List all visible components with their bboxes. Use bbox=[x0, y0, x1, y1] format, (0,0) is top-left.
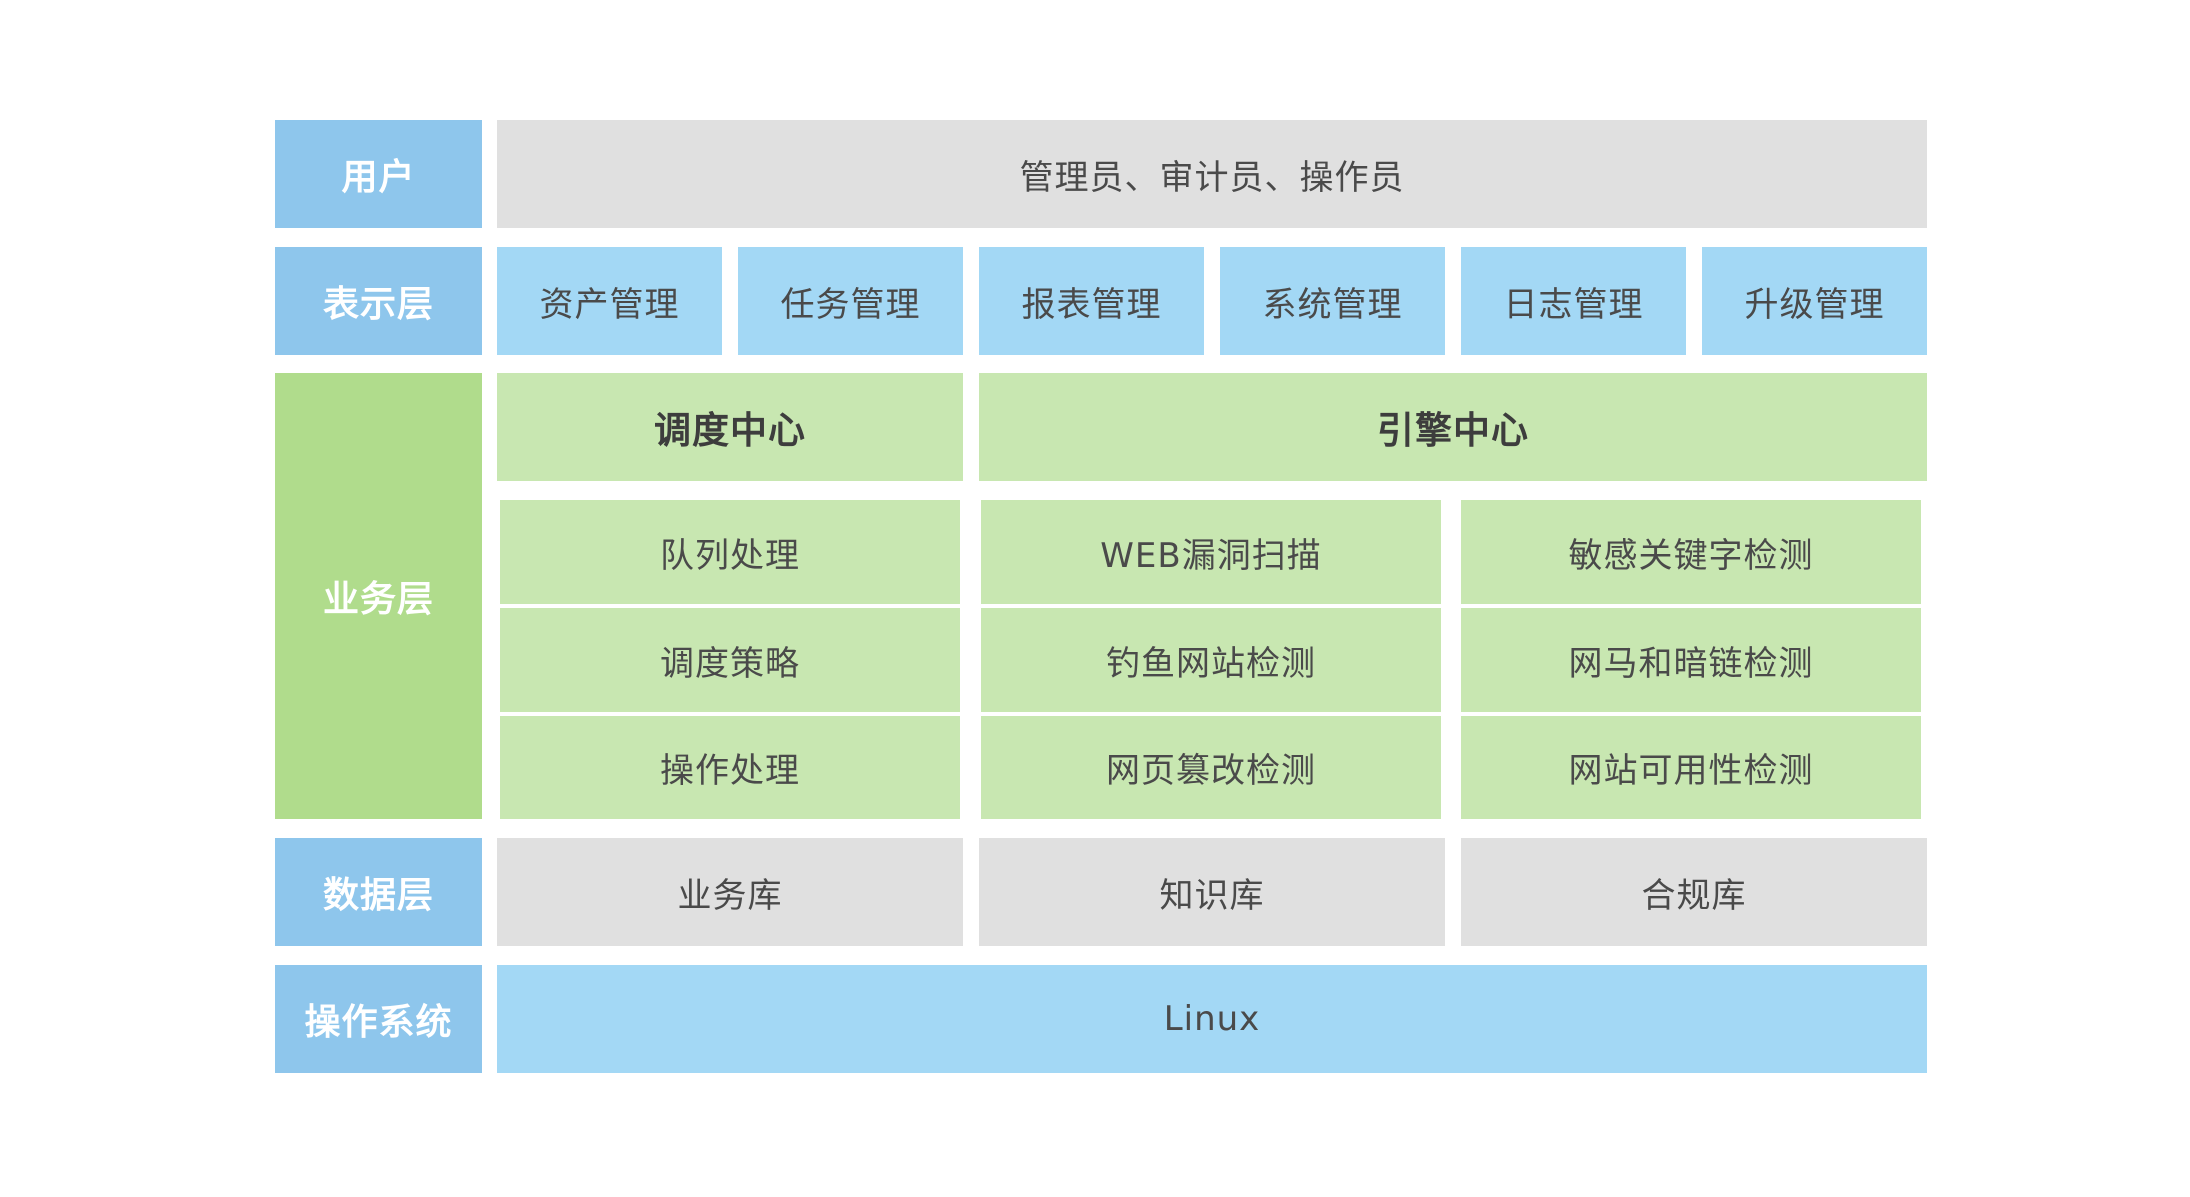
os-linux-box: Linux bbox=[497, 965, 1927, 1073]
module-task-management: 任务管理 bbox=[738, 247, 963, 355]
module-asset-management: 资产管理 bbox=[497, 247, 722, 355]
sched-scheduling-policy: 调度策略 bbox=[500, 608, 960, 712]
module-report-management: 报表管理 bbox=[979, 247, 1204, 355]
module-log-management: 日志管理 bbox=[1461, 247, 1686, 355]
db-business: 业务库 bbox=[497, 838, 963, 946]
layer-label-presentation: 表示层 bbox=[275, 247, 482, 355]
layer-label-user: 用户 bbox=[275, 120, 482, 228]
engine-phishing-detection: 钓鱼网站检测 bbox=[981, 608, 1441, 712]
sched-queue-processing: 队列处理 bbox=[500, 500, 960, 604]
module-system-management: 系统管理 bbox=[1220, 247, 1445, 355]
engine-web-vuln-scan: WEB漏洞扫描 bbox=[981, 500, 1441, 604]
layer-label-data: 数据层 bbox=[275, 838, 482, 946]
engine-center-title: 引擎中心 bbox=[979, 373, 1927, 481]
layer-label-os: 操作系统 bbox=[275, 965, 482, 1073]
engine-keyword-detection: 敏感关键字检测 bbox=[1461, 500, 1921, 604]
db-compliance: 合规库 bbox=[1461, 838, 1927, 946]
engine-availability-detection: 网站可用性检测 bbox=[1461, 716, 1921, 819]
engine-tamper-detection: 网页篡改检测 bbox=[981, 716, 1441, 819]
engine-trojan-darklink-detection: 网马和暗链检测 bbox=[1461, 608, 1921, 712]
layer-label-business: 业务层 bbox=[275, 373, 482, 819]
user-roles-box: 管理员、审计员、操作员 bbox=[497, 120, 1927, 228]
db-knowledge: 知识库 bbox=[979, 838, 1445, 946]
sched-operation-processing: 操作处理 bbox=[500, 716, 960, 819]
scheduling-center-title: 调度中心 bbox=[497, 373, 963, 481]
module-upgrade-management: 升级管理 bbox=[1702, 247, 1927, 355]
